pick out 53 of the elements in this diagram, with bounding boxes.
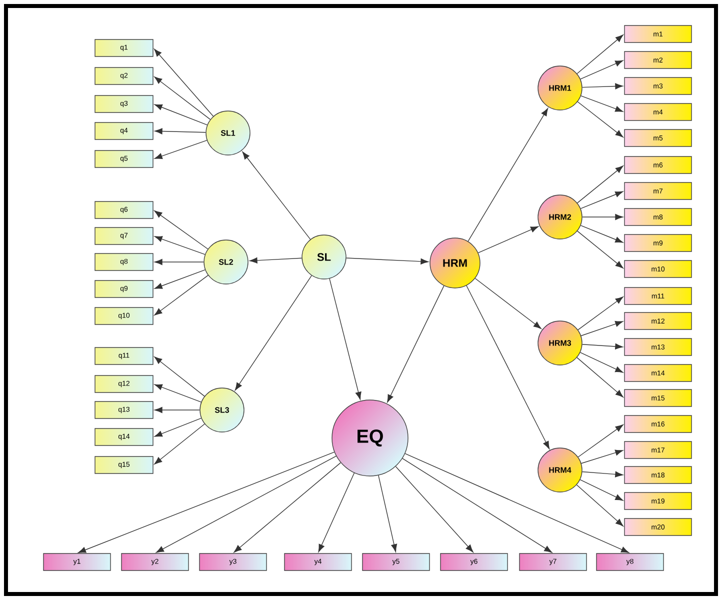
- arrow: [580, 352, 624, 373]
- arrow: [576, 484, 624, 526]
- arrow: [387, 285, 444, 403]
- arrow: [378, 475, 398, 552]
- arrow: [234, 462, 341, 553]
- arrow: [580, 60, 624, 80]
- arrow: [402, 458, 552, 553]
- arrow: [154, 269, 206, 289]
- arrow: [154, 128, 206, 134]
- arrow: [154, 48, 214, 117]
- arrow: [154, 140, 208, 160]
- arrow: [154, 104, 208, 126]
- arrow: [582, 83, 624, 90]
- arrow: [154, 407, 200, 414]
- arrow: [466, 285, 550, 450]
- arrow: [576, 357, 624, 398]
- arrow: [580, 95, 624, 112]
- arrow: [234, 275, 312, 391]
- arrow: [154, 424, 205, 464]
- arrow: [580, 320, 624, 336]
- arrow: [580, 225, 624, 243]
- arrow: [578, 296, 624, 330]
- arrow: [154, 76, 211, 120]
- arrow: [242, 152, 311, 240]
- arrow: [346, 258, 429, 264]
- arrow: [582, 343, 624, 350]
- arrow: [580, 479, 624, 501]
- arrow: [154, 356, 205, 397]
- arrow: [576, 34, 624, 74]
- arrow: [249, 257, 302, 264]
- arrow: [404, 453, 629, 553]
- arrow: [578, 424, 624, 458]
- arrow: [577, 166, 624, 204]
- arrow: [154, 236, 206, 255]
- arrow: [577, 101, 624, 138]
- arrow: [329, 278, 362, 400]
- arrow: [468, 108, 548, 242]
- arrow: [478, 226, 539, 254]
- arrow: [154, 210, 208, 250]
- arrow: [78, 452, 335, 553]
- arrow: [154, 259, 204, 265]
- arrow: [580, 191, 624, 209]
- arrow: [154, 418, 202, 437]
- arrow: [318, 472, 355, 552]
- arrow: [156, 456, 337, 553]
- arrow: [154, 274, 208, 316]
- arrow: [395, 466, 474, 552]
- arrow: [474, 278, 542, 329]
- arrow: [581, 450, 624, 464]
- arrow: [154, 384, 202, 402]
- arrow: [582, 214, 624, 220]
- arrow: [582, 471, 624, 478]
- arrow: [577, 230, 624, 268]
